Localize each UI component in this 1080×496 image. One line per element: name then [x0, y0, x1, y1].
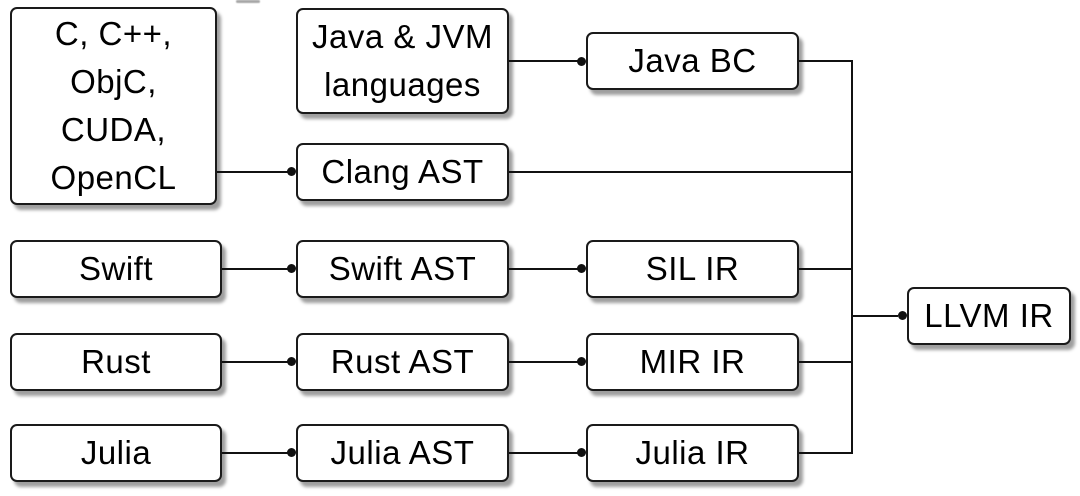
- node-julia-ir-label: Julia IR: [635, 434, 750, 472]
- edge-swift-to-swift-ast: [222, 268, 292, 270]
- node-java-bc: Java BC: [586, 32, 799, 90]
- arrow-dot-julia-ast: [287, 448, 296, 457]
- arrow-dot-swift-ast: [287, 264, 296, 273]
- edge-clang-ast-to-trunk: [509, 171, 853, 173]
- edge-rust-ast-to-mir-ir: [509, 361, 582, 363]
- node-swift: Swift: [10, 240, 222, 298]
- node-swift-ast-label: Swift AST: [328, 250, 477, 288]
- arrow-dot-julia-ir: [577, 448, 586, 457]
- edge-c-family-to-clang-ast: [217, 171, 292, 173]
- node-julia-ast: Julia AST: [296, 424, 509, 482]
- node-c-family: C, C++, ObjC, CUDA, OpenCL: [10, 7, 217, 205]
- node-c-family-label: C, C++, ObjC, CUDA, OpenCL: [50, 15, 177, 196]
- arrow-dot-java-bc: [577, 57, 586, 66]
- edge-julia-ast-to-julia-ir: [509, 452, 582, 454]
- arrow-dot-sil-ir: [577, 264, 586, 273]
- edge-mir-ir-to-trunk: [799, 361, 853, 363]
- edge-sil-ir-to-trunk: [799, 268, 853, 270]
- node-julia-label: Julia: [80, 434, 152, 472]
- node-sil-ir: SIL IR: [586, 240, 799, 298]
- node-rust-ast: Rust AST: [296, 333, 509, 391]
- node-java-jvm-languages: Java & JVM languages: [296, 8, 509, 114]
- node-clang-ast: Clang AST: [296, 143, 509, 201]
- edge-java-jvm-to-java-bc: [509, 60, 582, 62]
- node-clang-ast-label: Clang AST: [321, 153, 484, 191]
- node-java-jvm-languages-label: Java & JVM languages: [311, 18, 494, 103]
- arrow-dot-mir-ir: [577, 357, 586, 366]
- arrow-dot-clang-ast: [287, 167, 296, 176]
- node-java-bc-label: Java BC: [628, 42, 757, 80]
- node-swift-label: Swift: [78, 250, 153, 288]
- arrow-dot-rust-ast: [287, 357, 296, 366]
- node-rust: Rust: [10, 333, 222, 391]
- edge-rust-to-rust-ast: [222, 361, 292, 363]
- edge-julia-ir-to-trunk: [799, 452, 853, 454]
- node-julia: Julia: [10, 424, 222, 482]
- node-julia-ast-label: Julia AST: [330, 434, 475, 472]
- trunk-line: [851, 60, 853, 454]
- node-mir-ir-label: MIR IR: [639, 343, 746, 381]
- edge-julia-to-julia-ast: [222, 452, 292, 454]
- edge-java-bc-to-trunk: [799, 60, 853, 62]
- node-mir-ir: MIR IR: [586, 333, 799, 391]
- edge-trunk-to-llvm-ir: [851, 315, 898, 317]
- node-swift-ast: Swift AST: [296, 240, 509, 298]
- cropped-edge-artifact: [236, 0, 260, 3]
- node-llvm-ir: LLVM IR: [907, 287, 1071, 345]
- node-julia-ir: Julia IR: [586, 424, 799, 482]
- arrow-dot-llvm-ir: [898, 311, 907, 320]
- node-sil-ir-label: SIL IR: [645, 250, 740, 288]
- node-rust-ast-label: Rust AST: [330, 343, 475, 381]
- node-llvm-ir-label: LLVM IR: [924, 297, 1054, 335]
- edge-swift-ast-to-sil-ir: [509, 268, 582, 270]
- node-rust-label: Rust: [81, 343, 151, 381]
